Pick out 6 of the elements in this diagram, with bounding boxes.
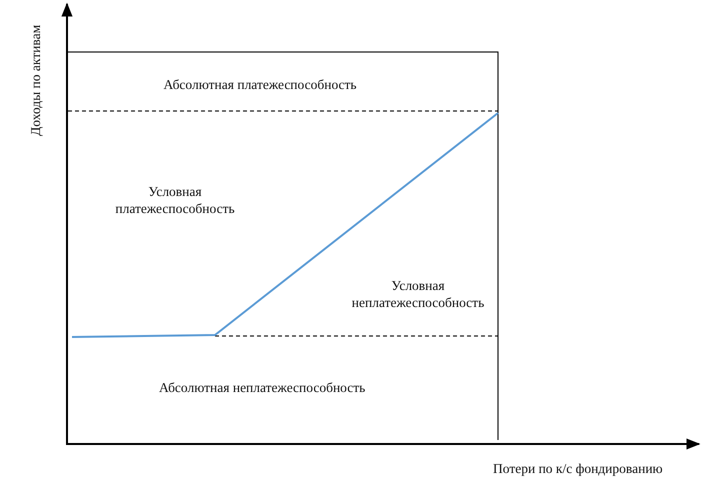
region-label: Условная платежеспособность bbox=[114, 184, 236, 218]
region-label: Абсолютная платежеспособность bbox=[164, 76, 357, 94]
region-label: Условная неплатежеспособность bbox=[350, 278, 486, 312]
axis-title: Доходы по активам bbox=[28, 24, 44, 136]
axis-title: Потери по к/с фондированию bbox=[493, 460, 663, 478]
region-label: Абсолютная неплатежеспособность bbox=[159, 380, 366, 396]
